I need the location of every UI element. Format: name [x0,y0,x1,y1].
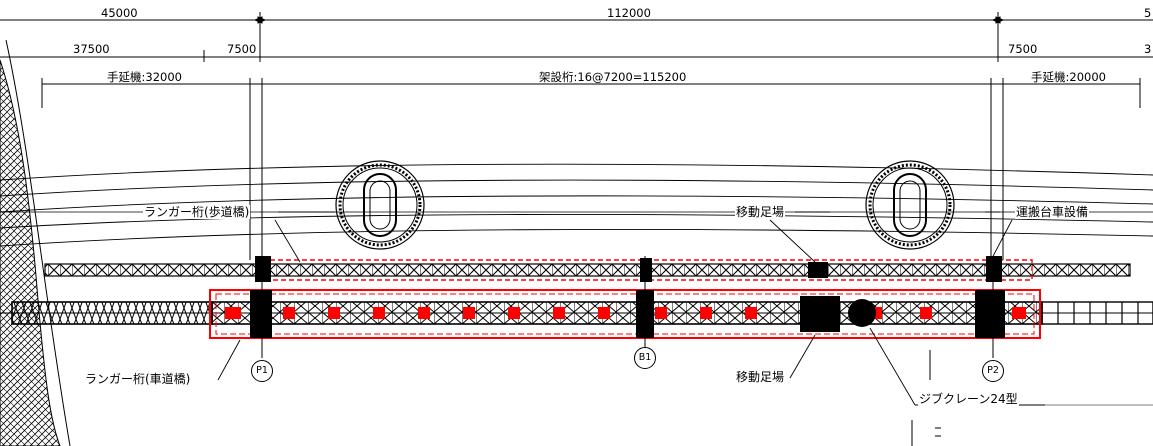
dim-second-left: 37500 [73,42,110,56]
footbridge-truss [44,256,1131,282]
left-abutment [0,39,71,446]
dim-top-right-cut: 5 [1144,6,1152,20]
road-alignment-lines [0,163,1153,247]
label-langer-footbridge: ランガー桁(歩道橋) [143,205,251,219]
dim-second-right-cut: 3 [1144,42,1152,56]
label-moving-scaffold-bottom: 移動足場 [735,370,786,384]
label-jib-crane: ジブクレーン24型 [918,392,1019,406]
label-langer-roadbridge: ランガー桁(車道橋) [84,372,192,386]
dim-top-left: 45000 [101,6,138,20]
dimension-lines [0,12,1153,260]
pier-marker-b1: B1 [634,347,656,369]
roadway-truss [0,289,1153,339]
label-moving-scaffold-top: 移動足場 [735,205,786,219]
dim-second-right-a: 7500 [1008,42,1038,56]
misc-marks [911,350,941,446]
dim-third-right: 手延機:20000 [1031,70,1106,84]
pier-marker-p2: P2 [982,360,1004,382]
dim-third-left: 手延機:32000 [107,70,182,84]
circular-pier-right [865,160,955,250]
label-carrier-equipment: 運搬台車設備 [1015,205,1090,219]
dim-third-center: 架設桁:16@7200=115200 [539,70,687,84]
circular-pier-left [335,160,425,250]
dim-top-center: 112000 [607,6,651,20]
pier-axes [261,256,994,358]
pier-marker-p1: P1 [251,360,273,382]
dim-second-left-b: 7500 [227,42,257,56]
